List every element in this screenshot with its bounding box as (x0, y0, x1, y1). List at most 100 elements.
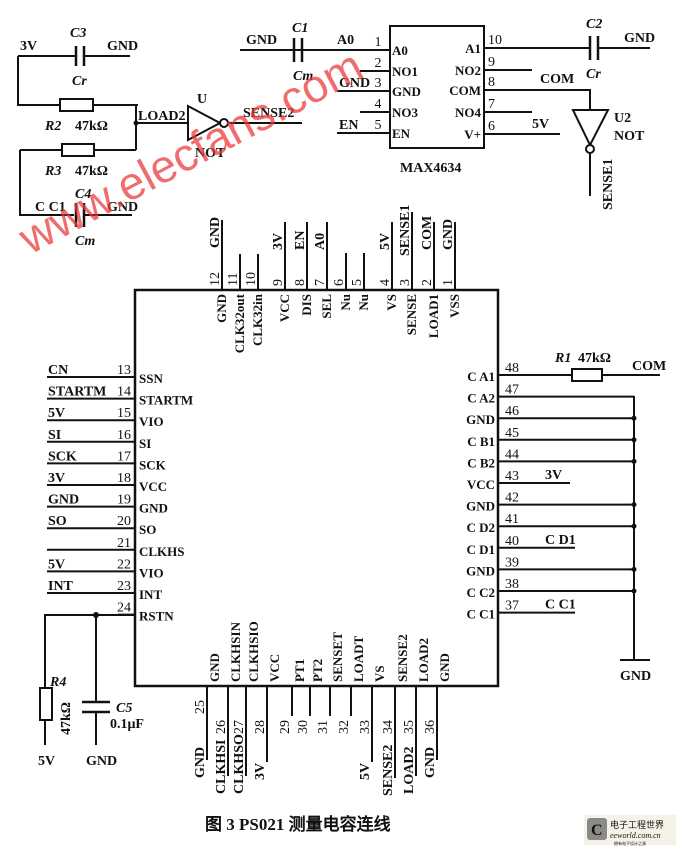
ps021-pin-name: VS (384, 294, 399, 311)
ps021-pin-number: 16 (117, 428, 131, 443)
svg-text:C: C (591, 822, 603, 839)
c3-capacitor-icon (74, 46, 86, 66)
ps021-pin-number: 21 (117, 536, 131, 551)
r2-ref: R2 (44, 119, 61, 134)
r3-resistor-icon (61, 143, 95, 157)
max4634-pin-name: V+ (464, 127, 481, 142)
ps021-pin-number: 10 (244, 272, 259, 286)
ps021-pin-number: 35 (402, 720, 417, 734)
ps021-pin-name: SEL (319, 294, 334, 319)
r1-ref: R1 (554, 351, 571, 366)
ps021-net-label: GND (208, 217, 223, 248)
ps021-pin-name: SSN (139, 371, 163, 386)
ps021-pin-name: VCC (277, 294, 292, 322)
ps021-pin-name: C A1 (467, 369, 495, 384)
ps021-pin-number: 28 (253, 720, 268, 734)
ps021-net-label: 5V (48, 406, 65, 421)
ps021-net-label: SENSE2 (381, 745, 396, 796)
max4634-pin-number: 1 (375, 35, 382, 50)
r3-value: 47kΩ (75, 164, 108, 179)
ps021-pin-number: 20 (117, 514, 131, 529)
ps021-pin-name: RSTN (139, 609, 174, 624)
ps021-pin-number: 3 (398, 279, 413, 286)
ps021-net-label: 3V (271, 233, 286, 250)
c3-sub: Cr (72, 74, 87, 89)
max4634-pin-number: 7 (488, 97, 495, 112)
ps021-pin-name: C A2 (467, 391, 495, 406)
ps021-pin-name: PT2 (310, 659, 325, 682)
ps021-net-label: GND (193, 747, 208, 778)
ps021-net-label: SI (48, 428, 61, 443)
r4-value: 47kΩ (59, 702, 74, 735)
ps021-pin-number: 1 (441, 279, 456, 286)
ps021-pin-number: 39 (505, 555, 519, 570)
ps021-net-label: SENSE1 (398, 205, 413, 256)
ps021-pin-number: 12 (208, 272, 223, 286)
ps021-pin-name: VS (372, 665, 387, 682)
ps021-pin-number: 17 (117, 449, 131, 464)
ps021-pin-number: 7 (313, 279, 328, 286)
r4-bottom-net: 5V (38, 754, 55, 769)
r1-resistor-icon (571, 368, 603, 382)
ps021-pin-number: 42 (505, 491, 519, 506)
ps021-net-label: CLKHSI (214, 740, 229, 794)
c5-bottom-net: GND (86, 754, 117, 769)
ps021-net-label: GND (441, 219, 456, 250)
ps021-net-label: SO (48, 514, 67, 529)
ps021-pin-name: CLKHSIN (228, 621, 243, 682)
ps021-pin-number: 24 (117, 601, 131, 616)
ps021-net-label: 5V (48, 557, 65, 572)
max4634-net-label: EN (339, 118, 358, 133)
ps021-pin-name: GND (466, 412, 495, 427)
max4634-pin-name: GND (392, 84, 421, 99)
c2-right-net: GND (624, 31, 655, 46)
max4634-pin-number: 9 (488, 55, 495, 70)
max4634-pin-number: 8 (488, 75, 495, 90)
ps021-pin-number: 41 (505, 512, 519, 527)
max4634-name: MAX4634 (400, 161, 461, 176)
rstn-network: R4 47kΩ C5 0.1μF 5V GND (38, 612, 144, 769)
ps021-pin-name: LOAD1 (426, 294, 441, 338)
ps021-pin-number: 8 (293, 279, 308, 286)
ps021-pin-name: SENSE2 (395, 634, 410, 682)
ps021-pin-name: GND (466, 563, 495, 578)
ps021-pin-name: Nu (356, 294, 371, 311)
c3-left-net: 3V (20, 39, 37, 54)
c2-sub: Cr (586, 67, 601, 82)
ps021-pin-number: 27 (232, 720, 247, 734)
ps021-pin-number: 5 (350, 279, 365, 286)
ps021-pin-name: PT1 (292, 659, 307, 682)
ps021-net-label: GND (48, 493, 79, 508)
r1-value: 47kΩ (578, 351, 611, 366)
ps021-net-label: SCK (48, 449, 77, 464)
ps021-pin-name: GND (437, 653, 452, 682)
ps021-net-label: 5V (358, 763, 373, 780)
ps021-pin-number: 13 (117, 363, 131, 378)
ps021-pin-number: 34 (381, 720, 396, 734)
r4-resistor-icon (39, 687, 53, 721)
max4634-pin-name: NO4 (455, 105, 482, 120)
ps021-pin-name: SI (139, 436, 151, 451)
ps021-pin-number: 36 (423, 720, 438, 734)
ps021-net-label: 5V (378, 233, 393, 250)
ps021-net-label: 3V (48, 471, 65, 486)
not-gate-icon (571, 109, 610, 148)
ps021-pin-number: 4 (378, 279, 393, 286)
c2-capacitor-icon (588, 36, 600, 60)
ps021-pin-number: 38 (505, 577, 519, 592)
ps021-net-label: C D1 (545, 533, 576, 548)
max4634-pin-number: 2 (375, 56, 382, 71)
c5-value: 0.1μF (110, 717, 144, 732)
max4634-pin-number: 6 (488, 119, 495, 134)
ps021-pin-number: 43 (505, 469, 519, 484)
max4634-pin-name: EN (392, 126, 411, 141)
r1-right-net: COM (632, 359, 666, 374)
logo-c-icon (587, 818, 607, 840)
ps021-pin-name: SENSET (330, 632, 345, 682)
ps021-net-label: 3V (545, 468, 562, 483)
ps021-pin-name: GND (139, 501, 168, 516)
ps021-pin-number: 46 (505, 404, 519, 419)
max4634-pin-name: NO2 (455, 63, 481, 78)
ps021-net-label: CLKHSO (232, 734, 247, 794)
